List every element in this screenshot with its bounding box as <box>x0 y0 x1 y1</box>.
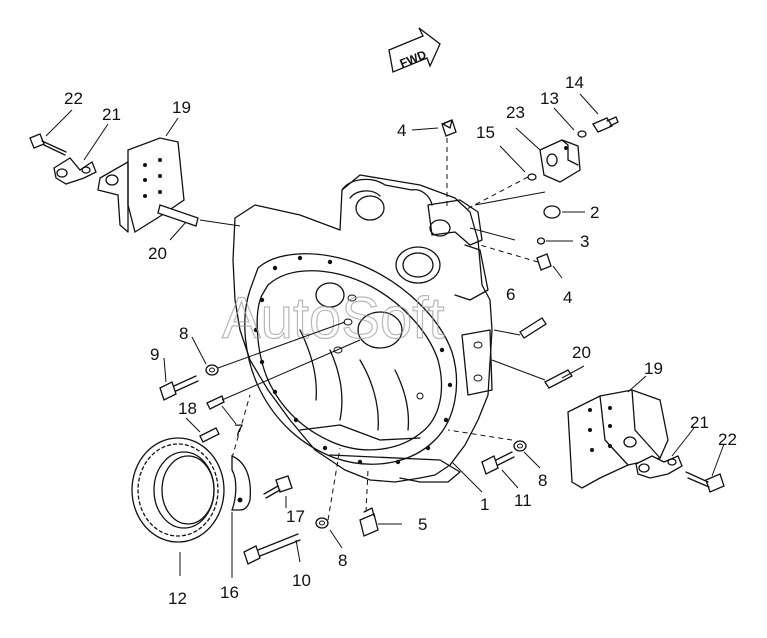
pin-18 <box>199 427 220 443</box>
callout-19-left: 19 <box>172 98 191 117</box>
top-right-bolt <box>592 116 619 133</box>
oring-small <box>536 237 546 245</box>
small-oring <box>527 173 537 181</box>
top-right-fitting <box>539 139 581 183</box>
callout-11: 11 <box>514 491 532 510</box>
leader-lines <box>45 93 725 578</box>
callout-1: 1 <box>480 495 489 514</box>
bolt-10 <box>243 533 301 565</box>
callout-4-right: 4 <box>563 288 572 307</box>
callout-labels: 1 2 3 4 4 5 6 7 8 8 8 9 10 11 12 13 14 1… <box>64 73 737 608</box>
callout-14: 14 <box>565 73 584 92</box>
bolt-9 <box>159 375 199 401</box>
callout-8-lower: 8 <box>338 551 347 570</box>
plug-5 <box>359 507 379 537</box>
callout-22-left: 22 <box>64 89 83 108</box>
callout-8-upper: 8 <box>179 324 188 343</box>
callout-21-left: 21 <box>102 105 121 124</box>
callout-5: 5 <box>418 515 427 534</box>
callout-23: 23 <box>506 103 525 122</box>
callout-17: 17 <box>286 507 305 526</box>
pin-7 <box>206 395 225 410</box>
callout-4-top: 4 <box>397 121 406 140</box>
washer-8-upper <box>205 364 219 376</box>
bolt-17 <box>263 475 293 499</box>
callout-16: 16 <box>220 583 239 602</box>
plug-top <box>441 119 457 137</box>
callout-22-right: 22 <box>718 430 737 449</box>
right-mount-bracket <box>567 389 669 489</box>
oring-large <box>543 205 561 219</box>
callout-20-right: 20 <box>572 343 591 362</box>
left-pin <box>157 204 199 227</box>
callout-3: 3 <box>580 232 589 251</box>
callout-20-left: 20 <box>148 244 167 263</box>
left-bracket-plate <box>53 157 97 185</box>
watermark-text: AutoSoft <box>222 286 444 351</box>
bolt-11 <box>481 451 515 475</box>
right-bracket-plate <box>635 455 683 479</box>
left-bolt <box>29 133 67 156</box>
callout-2: 2 <box>590 203 599 222</box>
dowel-pin-6 <box>519 317 547 339</box>
flange-bolt-holes <box>253 255 453 465</box>
right-bolt <box>685 471 725 493</box>
callout-9: 9 <box>150 345 159 364</box>
callout-7: 7 <box>234 421 243 440</box>
callout-21-right: 21 <box>690 413 709 432</box>
callout-15: 15 <box>476 123 495 142</box>
washer-8-right <box>513 440 527 452</box>
plug-right <box>536 253 552 271</box>
callout-10: 10 <box>292 571 311 590</box>
callout-13: 13 <box>540 89 559 108</box>
callout-6: 6 <box>506 285 515 304</box>
callout-8-right: 8 <box>538 471 547 490</box>
ring-gear <box>131 437 225 543</box>
cover-16 <box>231 455 252 511</box>
callout-12: 12 <box>168 589 187 608</box>
washer-8-lower <box>315 517 329 529</box>
right-pin <box>544 369 573 389</box>
callout-18: 18 <box>178 399 197 418</box>
assembly-lines <box>199 138 546 521</box>
fwd-arrow-icon: FWD <box>388 27 441 73</box>
top-right-washer <box>577 130 587 138</box>
callout-19-right: 19 <box>644 359 663 378</box>
